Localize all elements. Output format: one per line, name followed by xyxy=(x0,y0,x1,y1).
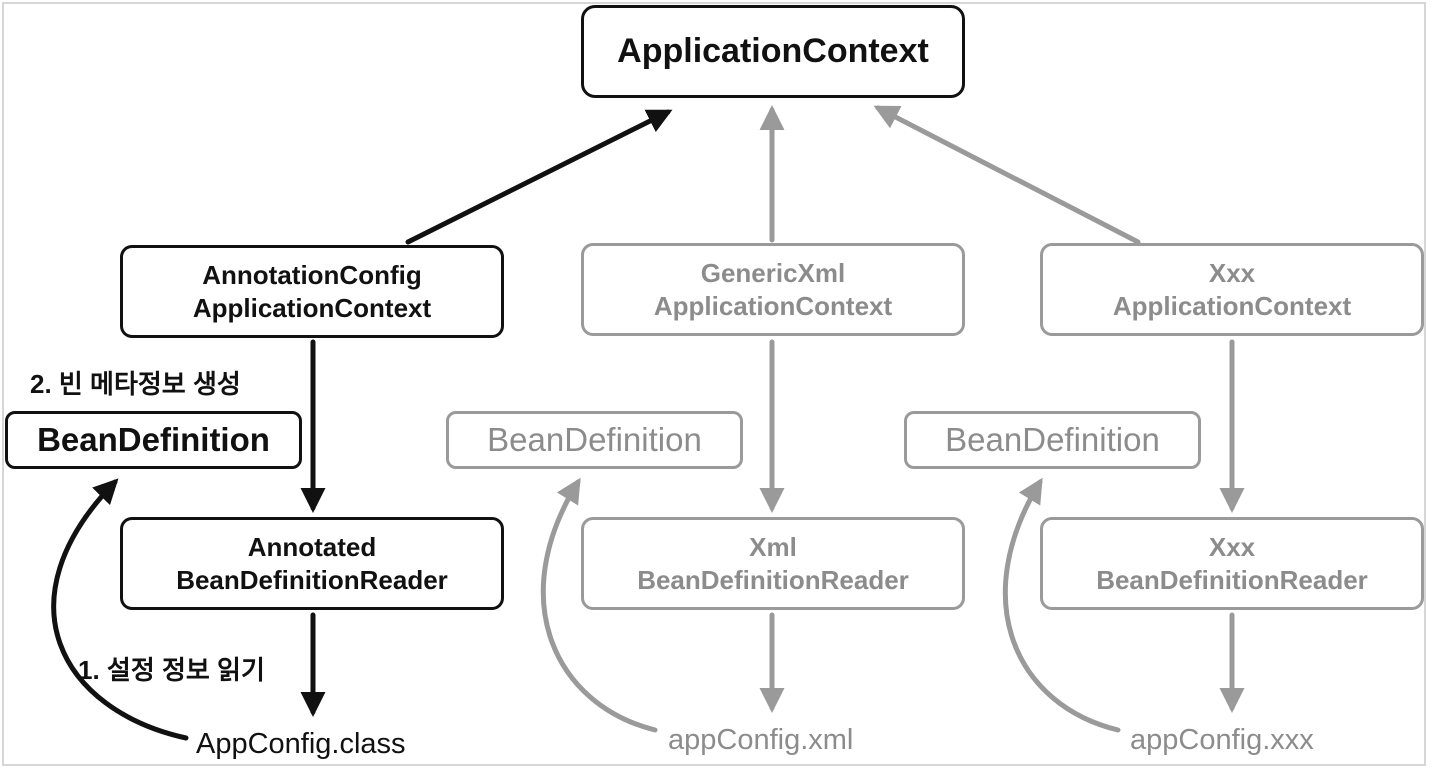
context-line1: Xxx xyxy=(1208,258,1256,288)
step-read-config-label: 1. 설정 정보 읽기 xyxy=(78,655,265,685)
appconfig-xml-label: appConfig.xml xyxy=(668,724,854,756)
bean-definition-xml-box: BeanDefinition xyxy=(446,411,743,469)
annotation-config-context-box: AnnotationConfig ApplicationContext xyxy=(120,245,504,338)
reader-line2: BeanDefinitionReader xyxy=(1096,564,1368,595)
curve-appconfig-xxx-to-beandefinition xyxy=(1002,477,1121,733)
annotated-reader-box: Annotated BeanDefinitionReader xyxy=(120,517,504,610)
bean-definition-label: BeanDefinition xyxy=(37,421,270,459)
appconfig-xxx-label: appConfig.xxx xyxy=(1130,724,1314,756)
bean-definition-label: BeanDefinition xyxy=(945,421,1160,459)
appconfig-class-label: AppConfig.class xyxy=(196,728,406,760)
xml-reader-box: Xml BeanDefinitionReader xyxy=(581,517,965,610)
generic-xml-context-box: GenericXml ApplicationContext xyxy=(581,243,965,336)
xxx-context-box: Xxx ApplicationContext xyxy=(1040,243,1424,336)
curve-appconfig-xml-to-beandefinition xyxy=(540,477,658,733)
bean-definition-label: BeanDefinition xyxy=(487,421,702,459)
reader-line1: Xml xyxy=(749,532,797,562)
bean-definition-box: BeanDefinition xyxy=(5,411,302,469)
arrow-xxx-to-root xyxy=(873,105,1141,245)
application-context-box: ApplicationContext xyxy=(581,5,965,98)
context-line2: ApplicationContext xyxy=(653,290,893,321)
reader-line2: BeanDefinitionReader xyxy=(637,564,909,595)
reader-line2: BeanDefinitionReader xyxy=(176,564,448,595)
context-line1: AnnotationConfig xyxy=(202,260,422,290)
arrow-annotation-to-root xyxy=(405,109,673,245)
context-line2: ApplicationContext xyxy=(192,292,432,323)
reader-line1: Xxx xyxy=(1208,532,1256,562)
step-create-meta-label: 2. 빈 메타정보 생성 xyxy=(30,369,241,399)
context-line1: GenericXml xyxy=(700,258,846,288)
application-context-label: ApplicationContext xyxy=(617,32,929,71)
xxx-reader-box: Xxx BeanDefinitionReader xyxy=(1040,517,1424,610)
bean-definition-xxx-box: BeanDefinition xyxy=(904,411,1201,469)
curve-appconfig-class-to-beandefinition xyxy=(51,478,189,741)
context-line2: ApplicationContext xyxy=(1112,290,1352,321)
reader-line1: Annotated xyxy=(247,532,377,562)
